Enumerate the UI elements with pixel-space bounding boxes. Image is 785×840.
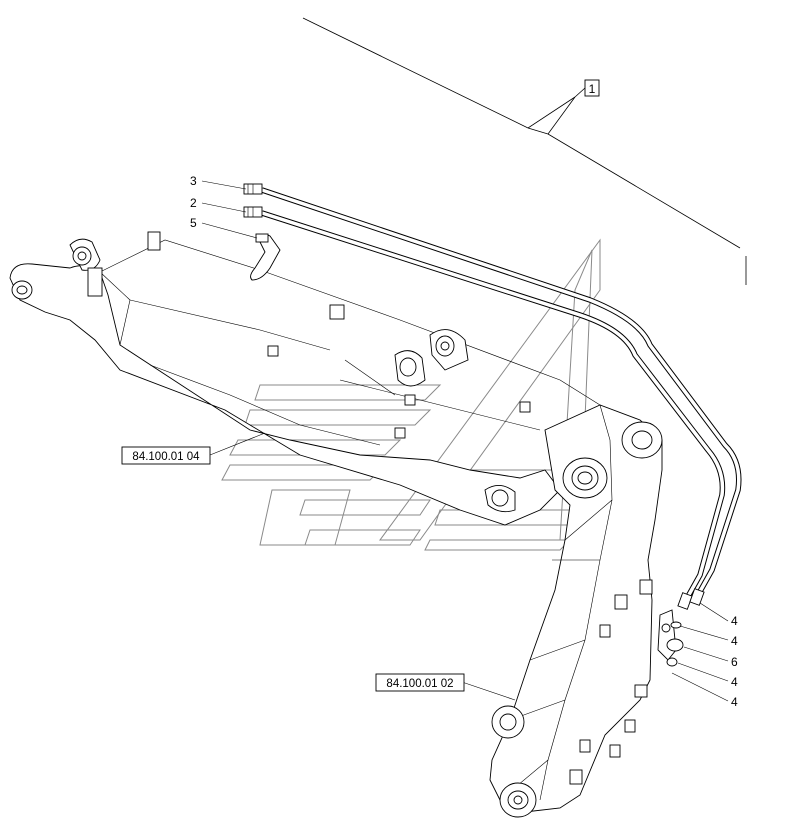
callout-6: 6	[731, 655, 738, 669]
svg-text:84.100.01 04: 84.100.01 04	[132, 451, 200, 463]
mounting-bracket	[657, 609, 684, 667]
arm-stick	[9, 231, 601, 526]
hydraulic-tube-2	[243, 206, 726, 602]
boom	[489, 404, 663, 818]
tube-end-fittings	[677, 588, 705, 610]
svg-text:1: 1	[589, 82, 596, 96]
reference-boom[interactable]: 84.100.01 02	[375, 673, 465, 692]
callout-4b: 4	[731, 634, 738, 648]
callout-4c: 4	[731, 675, 738, 689]
callout-5: 5	[190, 216, 197, 230]
leader-lines	[201, 180, 729, 702]
callout-2: 2	[190, 196, 197, 210]
assembly-bracket	[302, 17, 747, 285]
callout-4d: 4	[731, 695, 738, 709]
callout-4a: 4	[731, 614, 738, 628]
svg-text:84.100.01 02: 84.100.01 02	[386, 678, 453, 690]
callout-1: 1	[584, 79, 600, 97]
callout-3: 3	[190, 174, 197, 188]
tube-clamp	[250, 233, 281, 281]
hydraulic-tube-3	[243, 183, 742, 597]
reference-arm[interactable]: 84.100.01 04	[121, 446, 211, 465]
